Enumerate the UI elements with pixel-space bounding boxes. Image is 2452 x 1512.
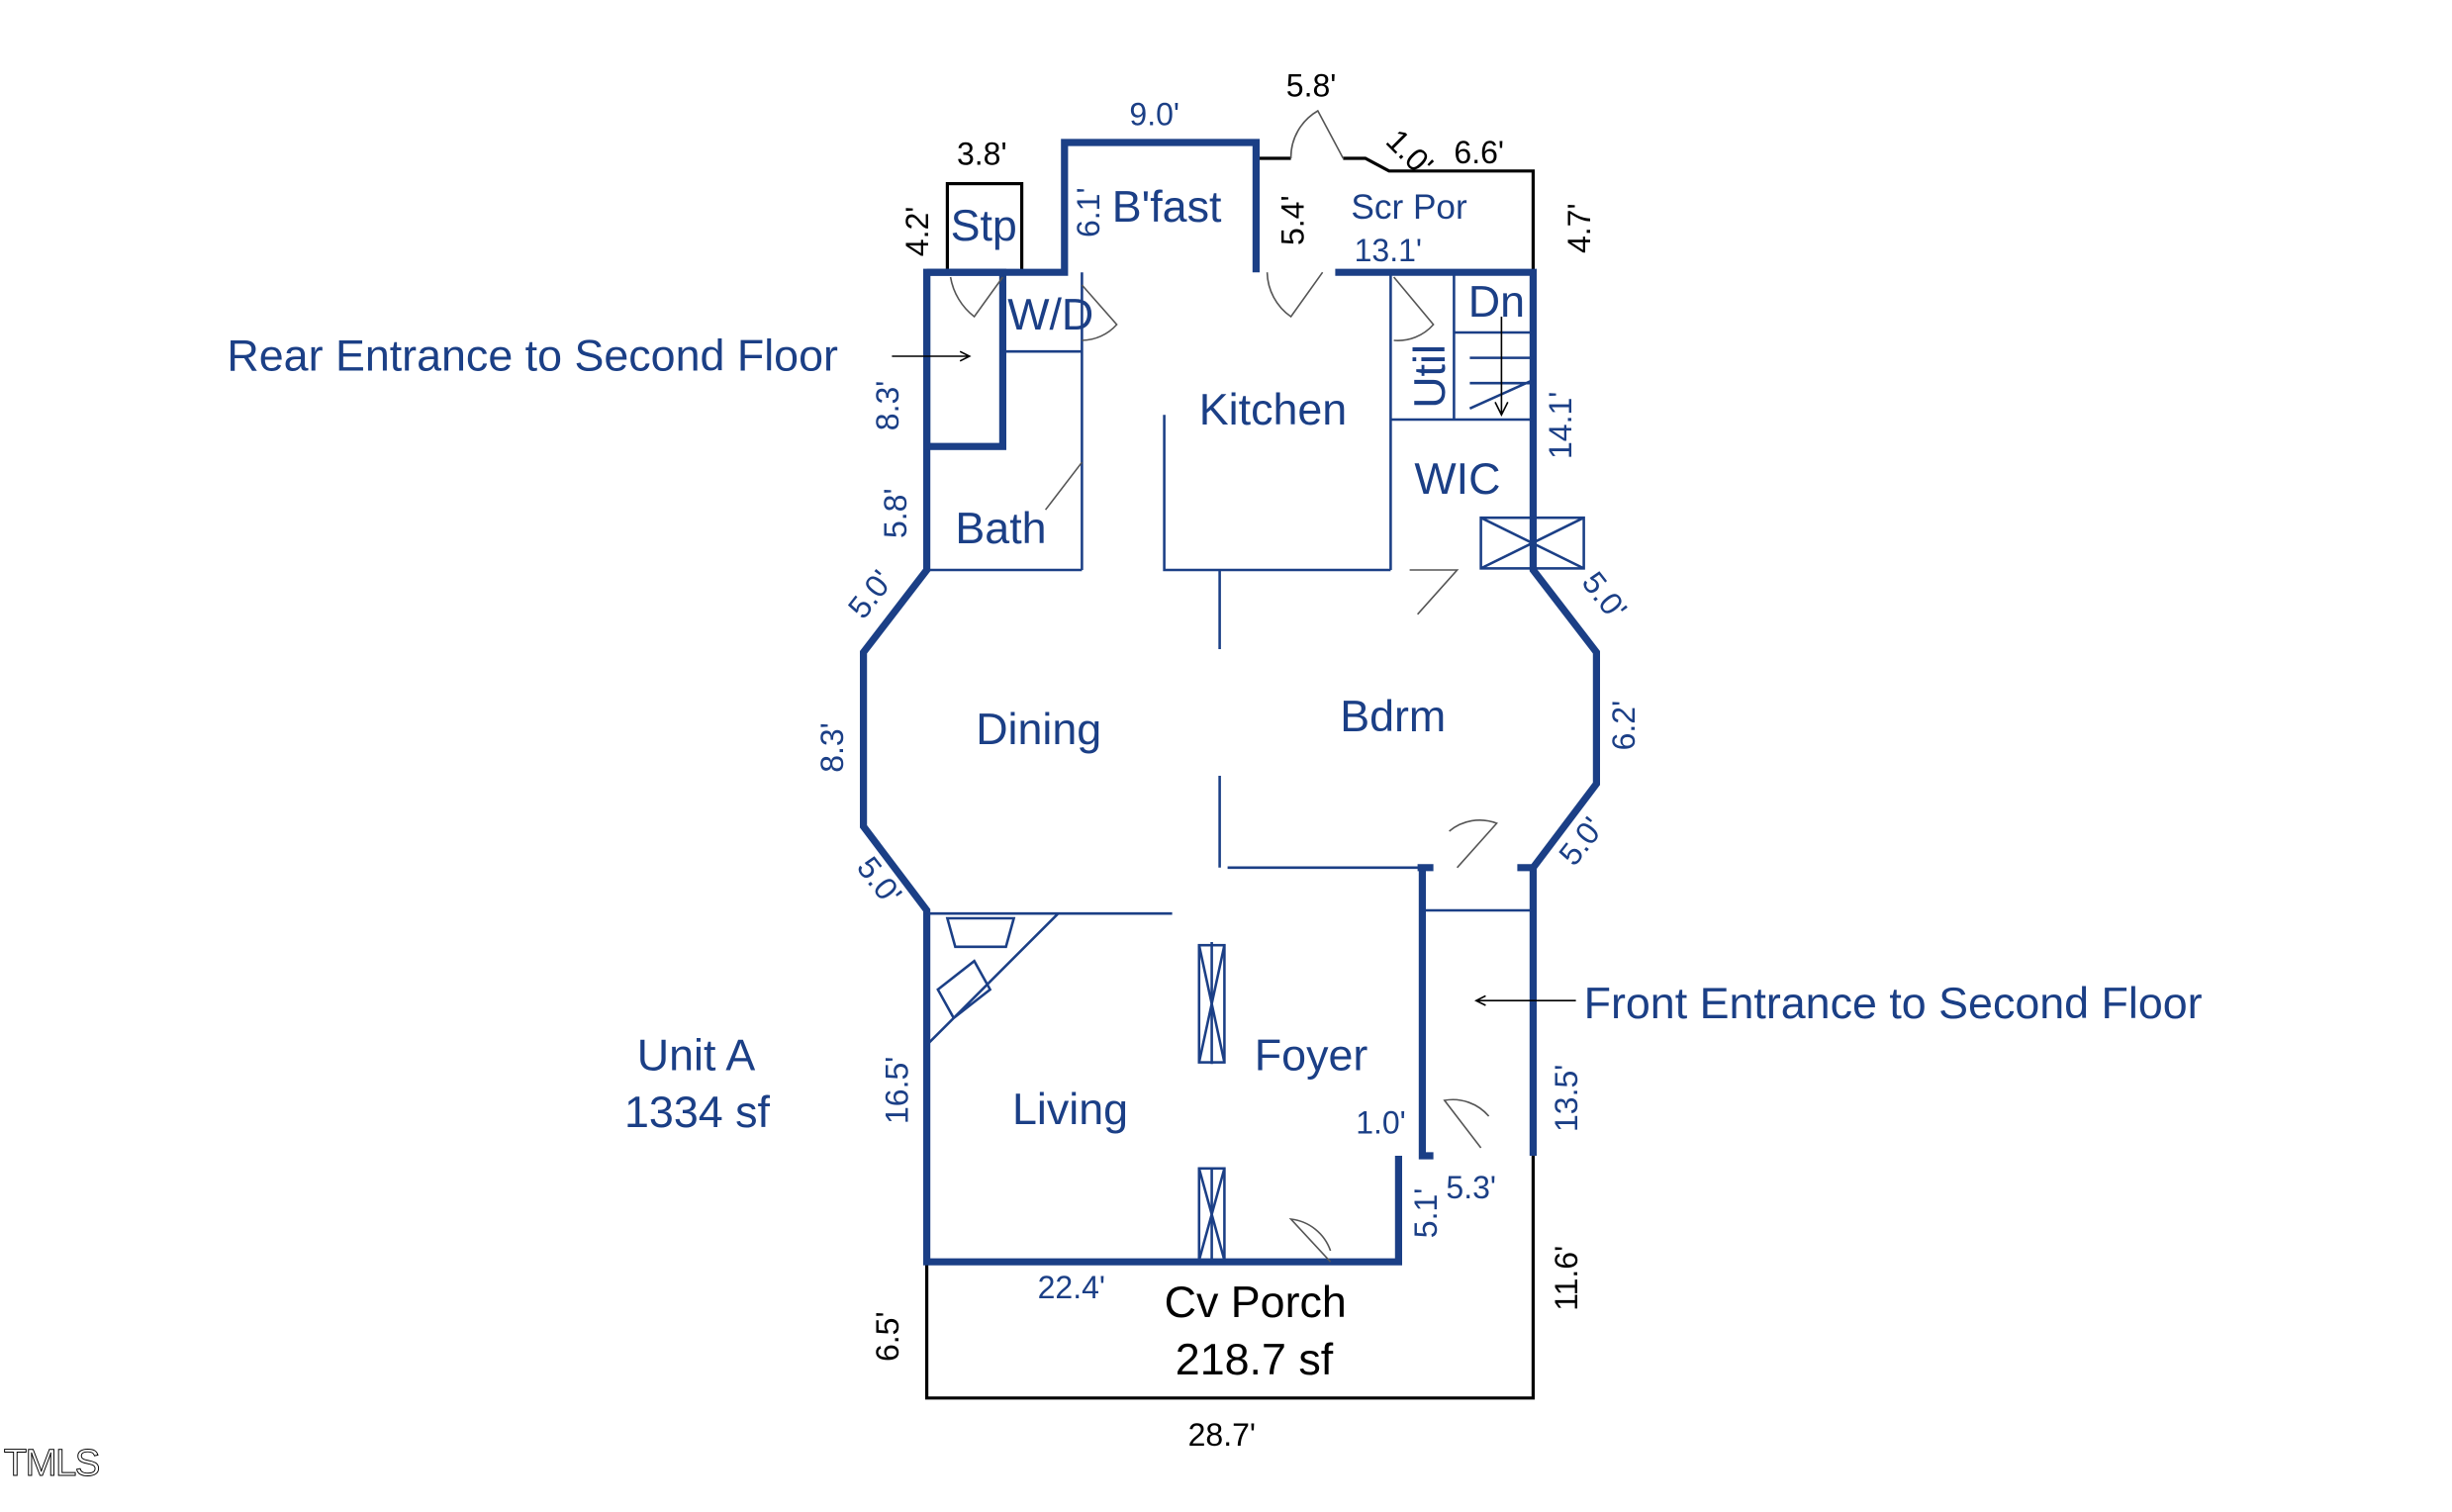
dimension: 16.5' [879, 1057, 914, 1124]
window-x [1197, 944, 1226, 1063]
stair-arrow [1494, 317, 1509, 417]
dimension: 4.2' [899, 207, 935, 257]
unit-name: Unit A [637, 1031, 756, 1081]
fireplace [925, 912, 1060, 1049]
dimension: 5.8' [878, 488, 913, 538]
room-label-foyer: Foyer [1255, 1031, 1368, 1081]
screened-porch-outline [1256, 156, 1535, 273]
room-label-scr-por: Scr Por [1351, 188, 1467, 227]
dimension: 13.5' [1549, 1065, 1584, 1132]
room-label-stp: Stp [951, 201, 1017, 250]
room-label-wd: W/D [1007, 290, 1093, 339]
rear-entrance-label: Rear Entrance to Second Floor [227, 331, 838, 380]
dimension: 6.5' [870, 1311, 905, 1362]
door-swing [1289, 109, 1345, 159]
dimension: 5.0' [850, 850, 909, 911]
rear-entrance-stair [923, 268, 1007, 450]
room-label-bath: Bath [955, 504, 1046, 553]
dimension: 8.3' [814, 722, 850, 773]
dimension: 1.0' [1379, 122, 1440, 182]
unit-area: 1334 sf [624, 1087, 771, 1137]
dimension: 13.1' [1355, 233, 1422, 268]
dimension: 3.8' [957, 136, 1007, 171]
room-label-dining: Dining [976, 705, 1101, 754]
dimension: 1.0' [1356, 1105, 1406, 1141]
dimension: 5.8' [1286, 68, 1337, 104]
window-x-box [1197, 1167, 1226, 1262]
dimension: 6.1' [1071, 187, 1106, 237]
dimension: 8.3' [870, 381, 905, 431]
dimension: 5.0' [1552, 810, 1611, 872]
closet-x-box [1479, 516, 1585, 570]
door-swing [949, 271, 1498, 1263]
exterior-wall [860, 139, 1600, 1266]
window-x [1197, 1168, 1226, 1261]
dimension: 22.4' [1038, 1270, 1105, 1305]
dimension: 6.6' [1454, 135, 1504, 170]
room-label-living: Living [1012, 1085, 1128, 1134]
dimension: 9.0' [1129, 96, 1179, 132]
room-label-util: Util [1405, 344, 1455, 409]
window-x-box [1197, 943, 1226, 1064]
closet-x [1480, 517, 1585, 570]
dimension: 28.7' [1188, 1417, 1256, 1453]
dimension: 4.7' [1561, 203, 1597, 253]
dimension: 14.1' [1543, 392, 1578, 459]
room-label-cv-porch: Cv Porch [1165, 1277, 1347, 1327]
watermark: TMLS [4, 1442, 99, 1484]
covered-porch-outline [925, 1156, 1535, 1400]
dimension: 5.3' [1446, 1170, 1496, 1205]
room-label-bfast: B'fast [1112, 182, 1222, 232]
room-label-wic: WIC [1414, 454, 1500, 504]
room-area-cv-porch: 218.7 sf [1176, 1335, 1334, 1384]
dimension: 5.0' [1575, 565, 1635, 626]
rear-entrance-arrow [892, 350, 972, 362]
dimension: 5.1' [1408, 1188, 1444, 1239]
dimension: 5.4' [1274, 195, 1310, 245]
room-label-kitchen: Kitchen [1199, 385, 1347, 434]
front-entrance-arrow [1474, 994, 1576, 1006]
dimension: 6.2' [1606, 701, 1642, 751]
room-label-bdrm: Bdrm [1340, 692, 1446, 741]
dimension: 11.6' [1549, 1246, 1584, 1311]
front-entrance-label: Front Entrance to Second Floor [1584, 979, 2203, 1028]
room-label-dn: Dn [1468, 277, 1525, 327]
